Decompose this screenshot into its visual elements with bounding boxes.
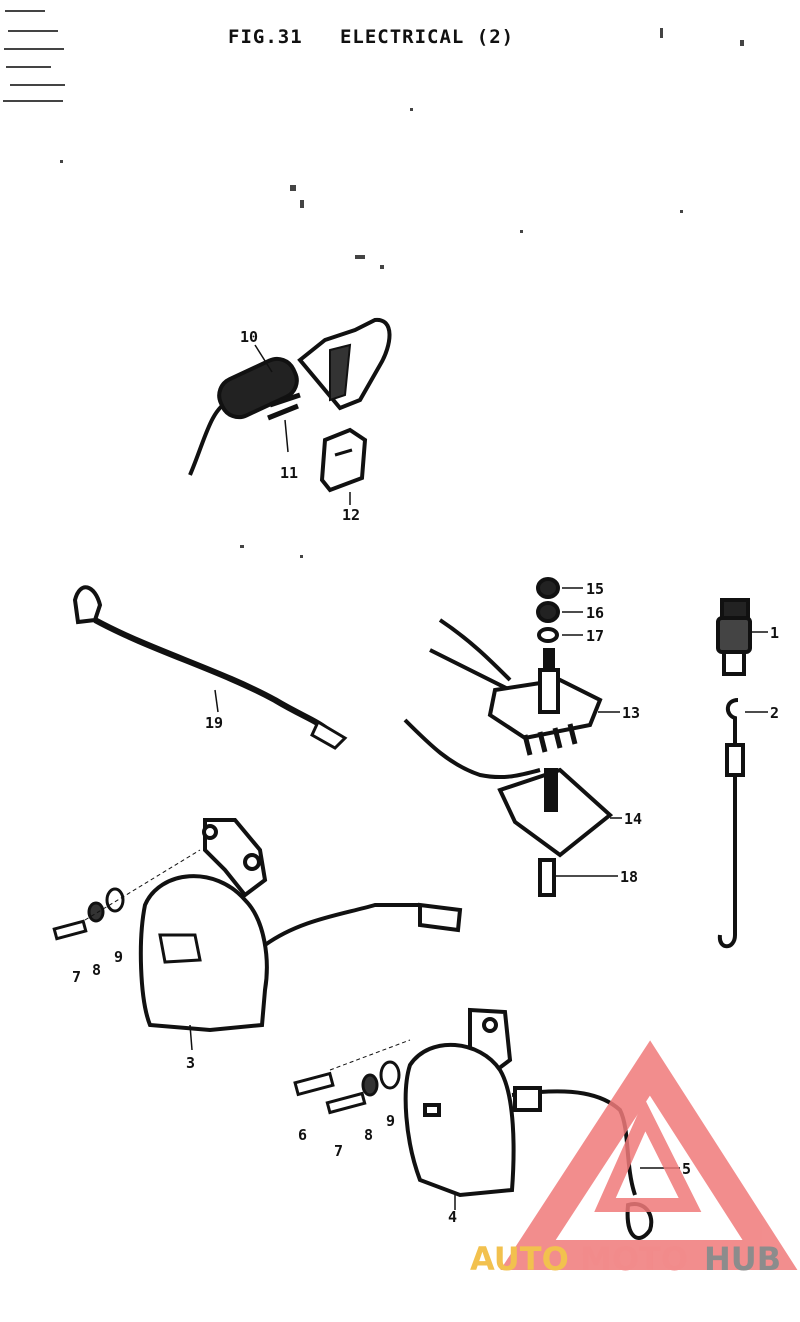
label-7-lower: 7 <box>334 1142 343 1160</box>
figure-title: FIG.31 ELECTRICAL (2) <box>228 26 515 48</box>
watermark-logo <box>500 1040 798 1270</box>
leader-lines <box>189 587 768 1210</box>
label-9-upper: 9 <box>114 948 123 966</box>
label-9-lower: 9 <box>386 1112 395 1130</box>
part-13-rectifier <box>429 618 603 756</box>
label-5: 5 <box>682 1160 691 1178</box>
watermark-triangle <box>500 1040 798 1270</box>
label-6: 6 <box>298 1126 307 1144</box>
label-8-upper: 8 <box>92 961 101 979</box>
label-18: 18 <box>620 868 638 886</box>
label-19: 19 <box>205 714 223 732</box>
part-10-cable-assembly <box>188 317 392 476</box>
part-12-bracket <box>319 427 368 493</box>
watermark-hub: HUB <box>704 1240 781 1278</box>
part-1-switch <box>716 598 752 676</box>
part-14-regulator <box>403 718 614 897</box>
part-2-rod <box>717 698 745 949</box>
label-2: 2 <box>770 704 779 722</box>
label-11: 11 <box>280 464 298 482</box>
watermark-auto: AUTO <box>470 1240 569 1278</box>
label-7-upper: 7 <box>72 968 81 986</box>
label-16: 16 <box>586 604 604 622</box>
label-14: 14 <box>624 810 642 828</box>
scan-noise <box>3 10 744 558</box>
part-numbers: 10 11 12 19 15 16 17 13 14 18 1 2 7 8 9 … <box>72 328 779 1226</box>
part-19-wire <box>72 585 348 750</box>
label-8-lower: 8 <box>364 1126 373 1144</box>
label-12: 12 <box>342 506 360 524</box>
label-10: 10 <box>240 328 258 346</box>
watermark-moto: MOTO <box>580 1240 688 1278</box>
part-15-16-17-nuts <box>536 577 560 643</box>
label-15: 15 <box>586 580 604 598</box>
label-13: 13 <box>622 704 640 722</box>
lower-fasteners <box>293 1039 411 1115</box>
label-3: 3 <box>186 1054 195 1072</box>
label-17: 17 <box>586 627 604 645</box>
label-1: 1 <box>770 624 779 642</box>
label-4: 4 <box>448 1208 457 1226</box>
watermark-text: AUTO MOTO HUB <box>470 1240 781 1278</box>
leader-lines-top <box>254 344 351 505</box>
upper-fasteners <box>52 849 201 941</box>
part-3-horn <box>138 818 463 1033</box>
